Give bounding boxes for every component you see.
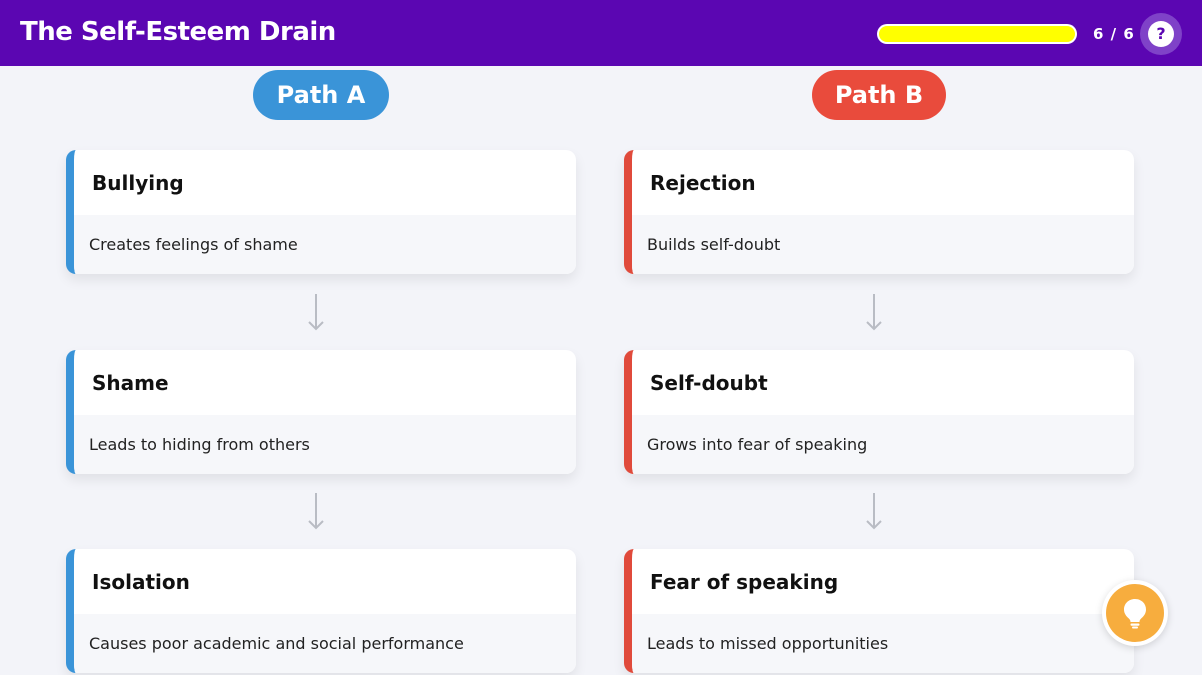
step-description: Builds self-doubt [632, 215, 1134, 274]
path-b-step-card[interactable]: Self-doubt Grows into fear of speaking [624, 350, 1134, 474]
header-bar: The Self-Esteem Drain 6 / 6 ? [0, 0, 1202, 66]
arrow-down-icon [308, 294, 324, 331]
step-title: Bullying [92, 170, 184, 195]
step-description: Leads to hiding from others [74, 415, 576, 474]
path-a-label: Path A [253, 70, 389, 120]
help-button[interactable]: ? [1140, 13, 1182, 55]
step-description: Leads to missed opportunities [632, 614, 1134, 673]
arrow-down-icon [308, 493, 324, 530]
hint-button-inner [1106, 584, 1164, 642]
path-a-step-card[interactable]: Shame Leads to hiding from others [66, 350, 576, 474]
progress-bar [877, 24, 1077, 44]
path-b-step-card[interactable]: Rejection Builds self-doubt [624, 150, 1134, 274]
step-description: Creates feelings of shame [74, 215, 576, 274]
step-title: Shame [92, 370, 169, 395]
page-title: The Self-Esteem Drain [20, 17, 336, 47]
step-description: Grows into fear of speaking [632, 415, 1134, 474]
help-icon: ? [1148, 21, 1174, 47]
step-title: Self-doubt [650, 370, 768, 395]
help-glyph: ? [1156, 24, 1166, 43]
path-a-step-card[interactable]: Isolation Causes poor academic and socia… [66, 549, 576, 673]
step-title: Isolation [92, 569, 190, 594]
arrow-down-icon [866, 493, 882, 530]
step-title: Rejection [650, 170, 756, 195]
arrow-down-icon [866, 294, 882, 331]
progress-fill [879, 26, 1075, 42]
hint-button[interactable] [1102, 580, 1168, 646]
lightbulb-icon [1124, 599, 1146, 629]
path-a-step-card[interactable]: Bullying Creates feelings of shame [66, 150, 576, 274]
step-description: Causes poor academic and social performa… [74, 614, 576, 673]
step-counter: 6 / 6 [1093, 25, 1135, 43]
path-b-step-card[interactable]: Fear of speaking Leads to missed opportu… [624, 549, 1134, 673]
path-b-label: Path B [812, 70, 946, 120]
step-title: Fear of speaking [650, 569, 839, 594]
